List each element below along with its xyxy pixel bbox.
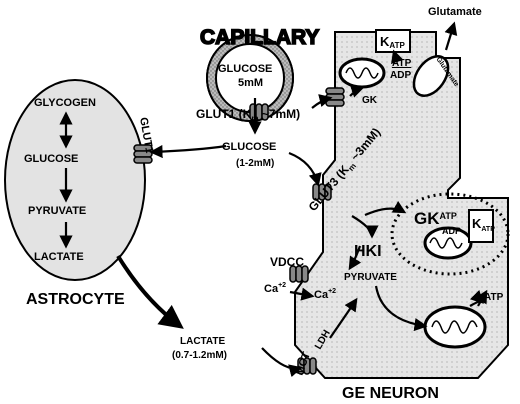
glucose-extracellular-label: GLUCOSE <box>222 141 276 153</box>
arrow-icon <box>116 254 184 329</box>
katp-channel-right <box>468 209 494 243</box>
katp-top-label: KATP <box>380 34 405 50</box>
glucose-capillary-conc: 5mM <box>238 77 263 89</box>
ca-extracellular-label: Ca+2 <box>264 282 286 295</box>
gk-big-label: GKATP <box>414 209 457 228</box>
astrocyte-label: ASTROCYTE <box>26 291 125 308</box>
atp-top-label: ATP <box>392 58 412 69</box>
atp-neuron-label: ATP <box>484 292 504 303</box>
glut1-capillary-label: GLUT1 (Km ~7mM) <box>196 107 300 123</box>
pyruvate-astrocyte-label: PYRUVATE <box>28 205 86 217</box>
mitochondrion-icon <box>423 305 487 349</box>
adp-top-label: ADP <box>390 70 411 81</box>
transporter-icon <box>289 265 309 283</box>
glucose-astrocyte-label: GLUCOSE <box>24 153 78 165</box>
katp-right-label: KATP <box>472 216 495 233</box>
hki-label: HKI <box>354 243 382 260</box>
glucose-capillary-label: GLUCOSE <box>218 63 272 75</box>
transporter-icon <box>133 144 153 164</box>
vesicle-icon <box>412 55 450 97</box>
mitochondrion-icon <box>338 57 386 89</box>
vdcc-label: VDCC <box>270 255 304 269</box>
lactate-extracellular-conc: (0.7-1.2mM) <box>172 350 227 361</box>
arrow-icon <box>59 21 488 378</box>
lactate-astrocyte-label: LACTATE <box>34 251 84 263</box>
transporter-icon <box>312 183 332 201</box>
adp-right-label: ADP <box>442 226 461 236</box>
gk-top-label: GK <box>362 95 378 106</box>
pyruvate-neuron-label: PYRUVATE <box>344 272 397 283</box>
capillary-label: CAPILLARY <box>200 26 319 49</box>
mitochondrion-icon <box>423 226 473 260</box>
glucose-extracellular-conc: (1-2mM) <box>236 158 274 169</box>
capillary-vessel <box>206 34 294 122</box>
glycogen-label: GLYCOGEN <box>34 97 96 109</box>
glutamate-top-label: Glutamate <box>428 6 482 18</box>
ca-intracellular-label: Ca+2 <box>314 288 336 301</box>
katp-complex-region <box>390 192 510 276</box>
lactate-extracellular-label: LACTATE <box>180 336 226 347</box>
ge-neuron-label: GE NEURON <box>342 385 439 402</box>
transporter-icon <box>325 87 345 107</box>
astrocyte-cell <box>4 79 146 281</box>
